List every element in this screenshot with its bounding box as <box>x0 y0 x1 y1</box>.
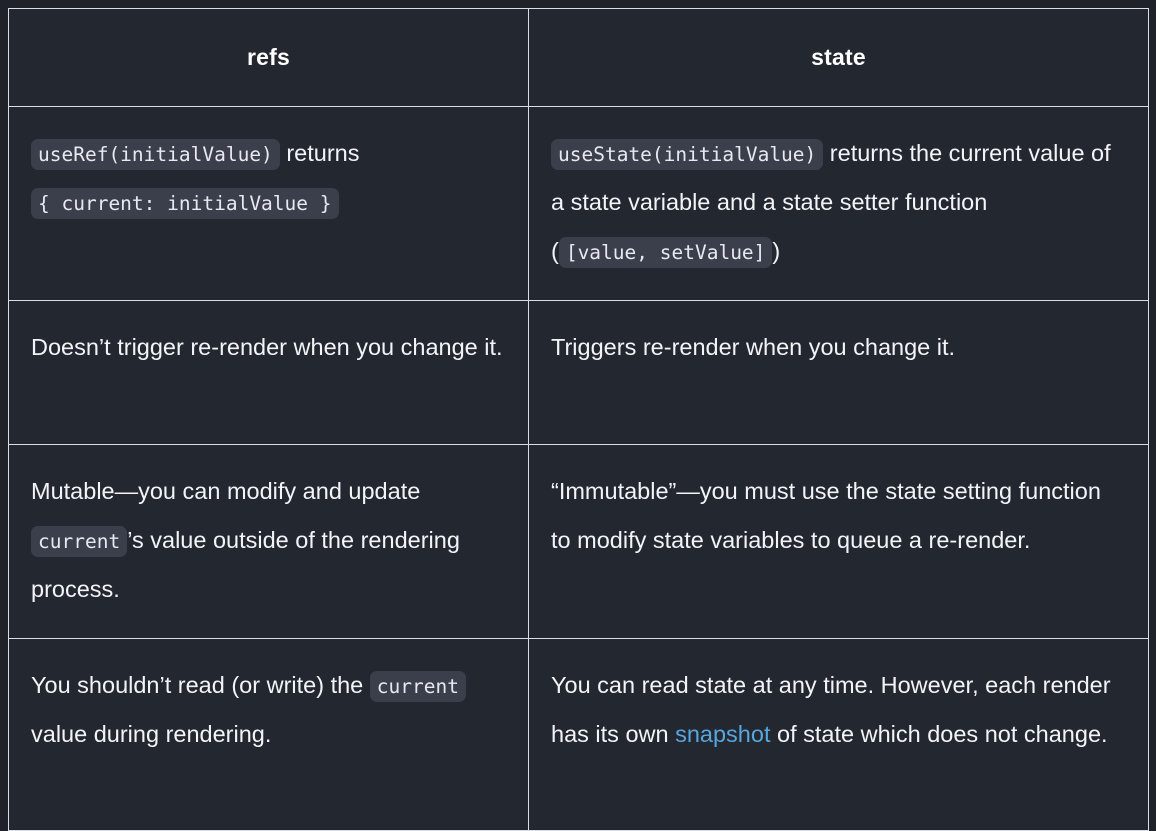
cell-refs-mutability: Mutable—you can modify and update curren… <box>8 444 529 639</box>
inline-code-chip: useRef(initialValue) <box>31 139 280 170</box>
table-row: You shouldn’t read (or write) the curren… <box>8 638 1149 831</box>
cell-text: “Immutable”—you must use the state setti… <box>551 478 1101 553</box>
cell-state-reading: You can read state at any time. However,… <box>528 638 1149 831</box>
comparison-table-container: refs state useRef(initialValue) returns … <box>8 8 1149 831</box>
table-row: useRef(initialValue) returns { current: … <box>8 106 1149 301</box>
inline-code-chip: [value, setValue] <box>558 237 773 268</box>
table-header: refs state <box>8 8 1149 107</box>
cell-text: ’s value outside of the rendering proces… <box>31 527 460 602</box>
inline-code-chip: current <box>369 671 466 702</box>
cell-state-returns: useState(initialValue) returns the curre… <box>528 106 1149 301</box>
inline-code-chip: useState(initialValue) <box>551 139 824 170</box>
cell-text: of state which does not change. <box>770 721 1108 747</box>
snapshot-link[interactable]: snapshot <box>675 721 771 747</box>
inline-code-chip: { current: initialValue } <box>31 188 339 219</box>
cell-state-mutability: “Immutable”—you must use the state setti… <box>528 444 1149 639</box>
table-header-row: refs state <box>8 8 1149 107</box>
cell-text: Mutable—you can modify and update <box>31 478 421 504</box>
table-row: Doesn’t trigger re-render when you chang… <box>8 300 1149 445</box>
column-header-refs: refs <box>8 8 529 107</box>
refs-vs-state-comparison-table: refs state useRef(initialValue) returns … <box>8 8 1149 831</box>
table-row: Mutable—you can modify and update curren… <box>8 444 1149 639</box>
inline-code-chip: current <box>31 526 128 557</box>
cell-text: You shouldn’t read (or write) the <box>31 672 370 698</box>
cell-text: returns the current value of a state var… <box>551 140 1111 264</box>
cell-text: Doesn’t trigger re-render when you chang… <box>31 334 503 360</box>
column-header-state: state <box>528 8 1149 107</box>
cell-text: You can read state at any time. However,… <box>551 672 1111 747</box>
cell-refs-returns: useRef(initialValue) returns { current: … <box>8 106 529 301</box>
cell-state-rerender: Triggers re-render when you change it. <box>528 300 1149 445</box>
cell-refs-rerender: Doesn’t trigger re-render when you chang… <box>8 300 529 445</box>
table-body: useRef(initialValue) returns { current: … <box>8 106 1149 831</box>
cell-text: ) <box>772 238 781 264</box>
cell-refs-reading: You shouldn’t read (or write) the curren… <box>8 638 529 831</box>
cell-text: Triggers re-render when you change it. <box>551 334 956 360</box>
cell-text: returns <box>279 140 360 166</box>
cell-text: value during rendering. <box>31 721 272 747</box>
